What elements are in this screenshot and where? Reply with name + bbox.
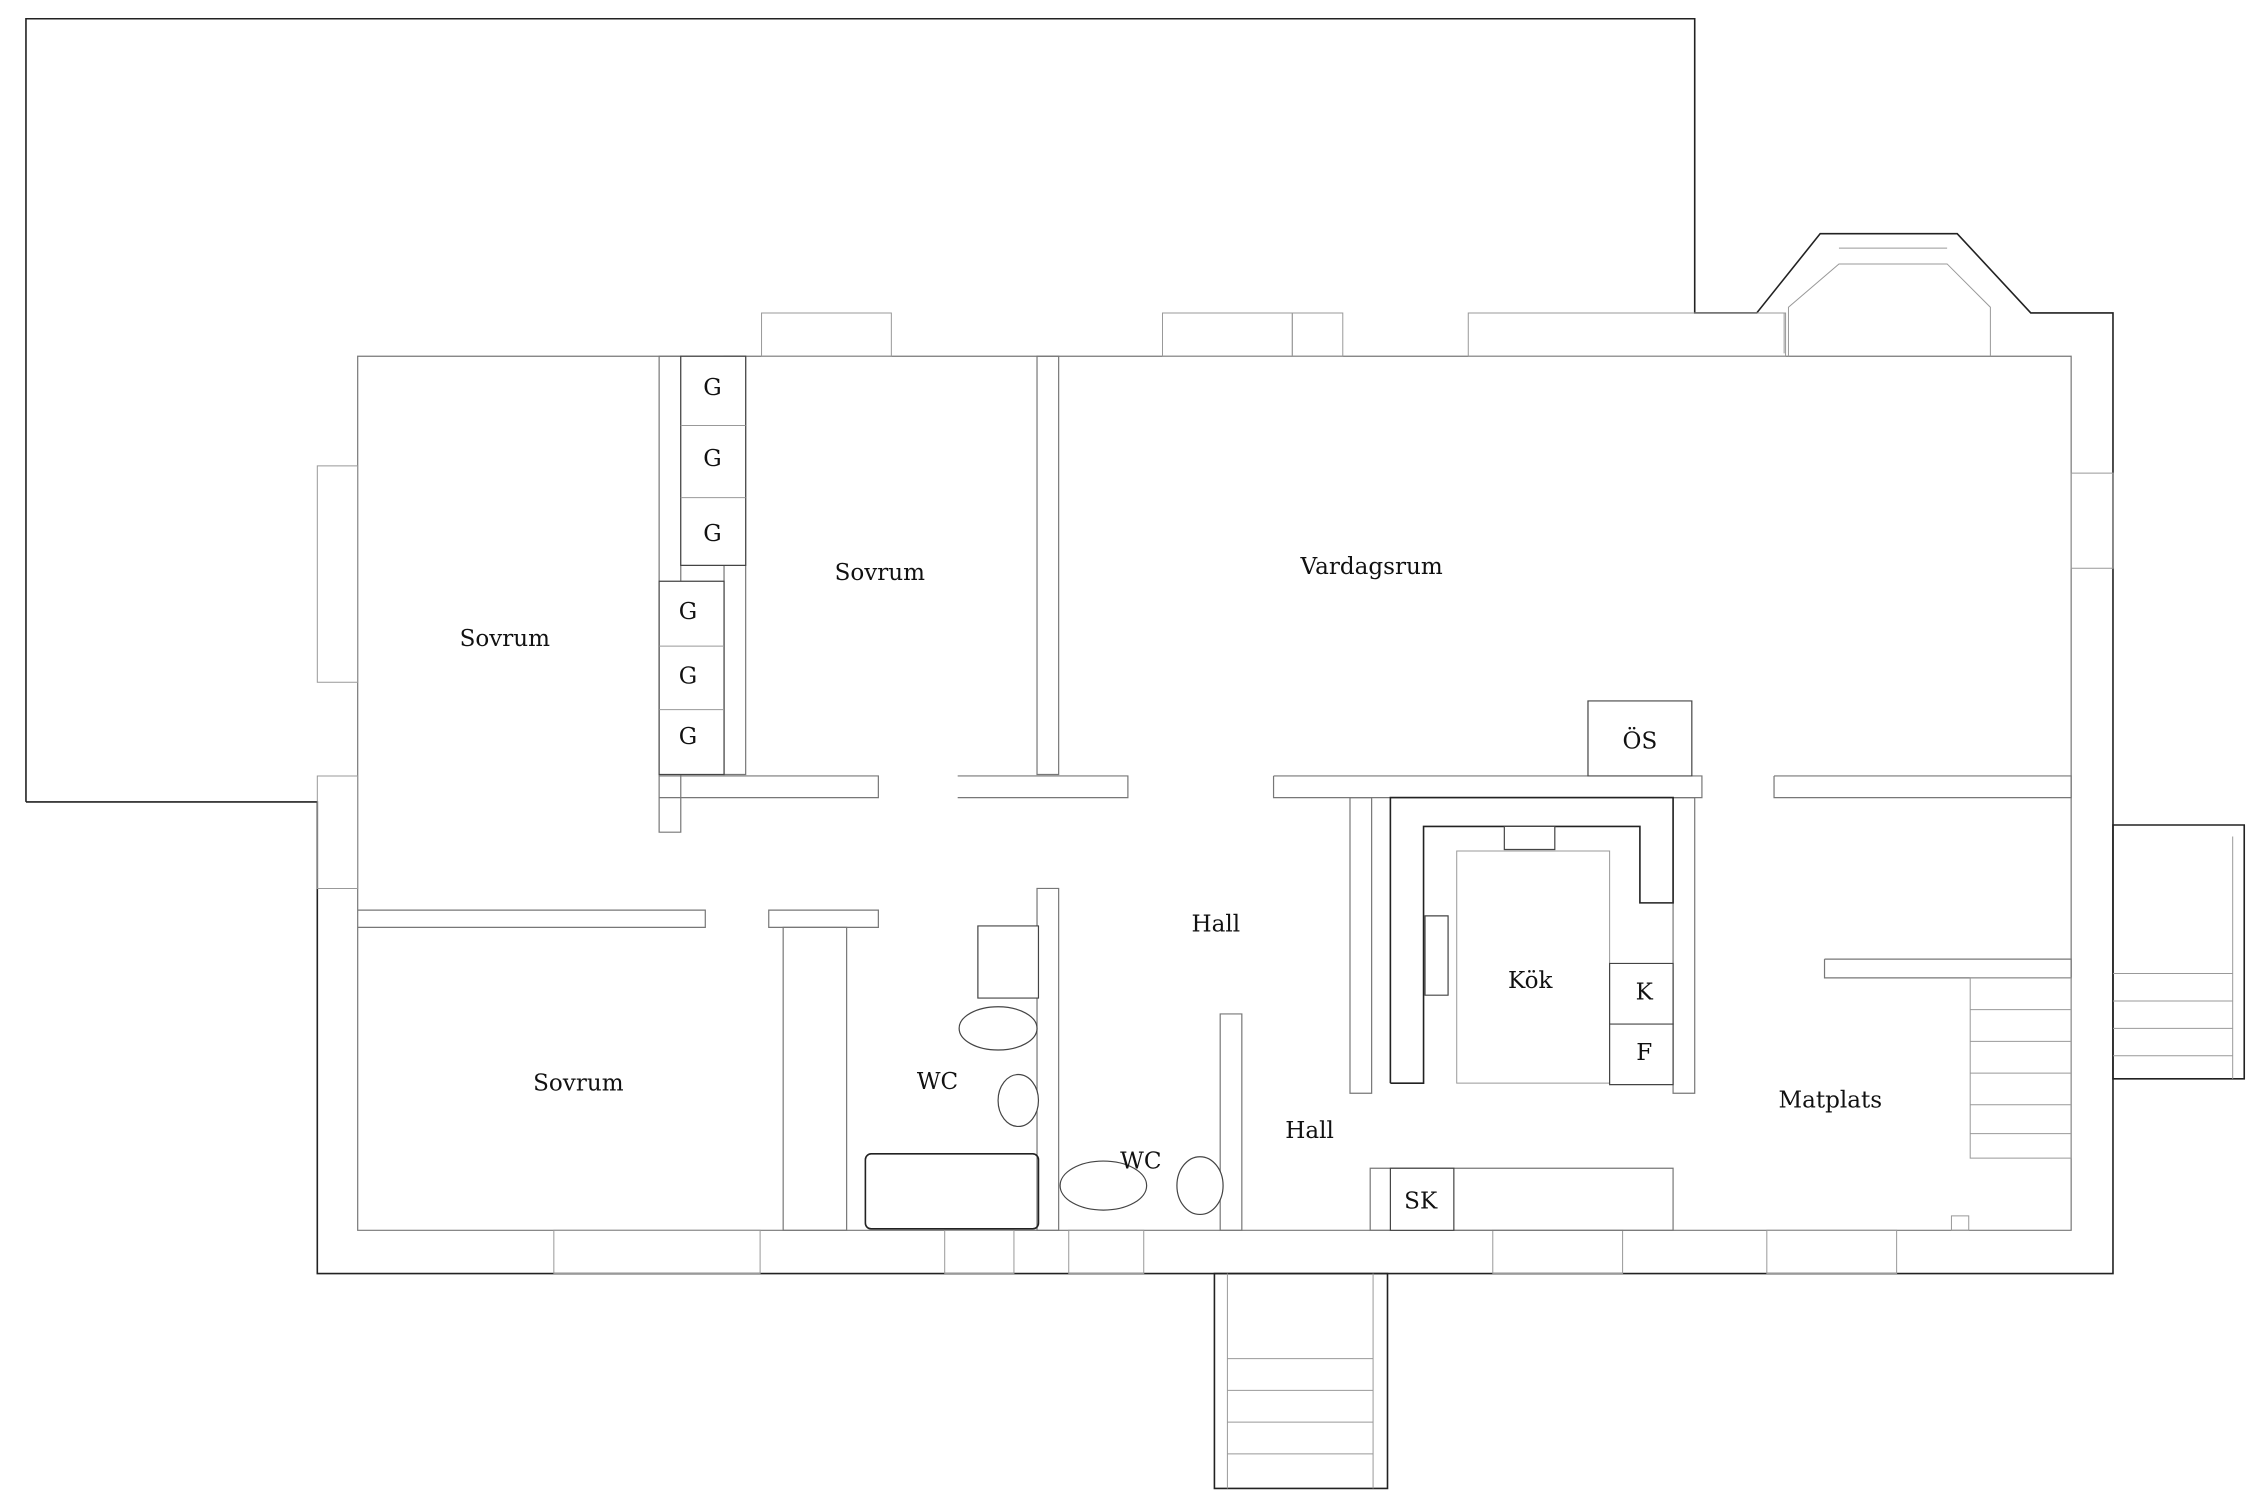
stairs-inner: [1970, 978, 2071, 1158]
cabinet-box: [1390, 1168, 1453, 1230]
stove-box: [1588, 701, 1692, 776]
room-label-sovrum-left: Sovrum: [460, 626, 551, 652]
small-box: [1951, 1216, 1968, 1230]
window-top-2: [1163, 313, 1293, 356]
wall-v-wc: [783, 927, 846, 1230]
toilet-left: [959, 1007, 1037, 1050]
fridge-label: K: [1636, 980, 1654, 1006]
window-bottom-1: [554, 1230, 760, 1273]
window-bottom-4: [1493, 1230, 1623, 1273]
cabinet-label: SK: [1404, 1189, 1438, 1215]
wardrobe-label-3: G: [703, 521, 721, 547]
kitchen-counter: [1390, 798, 1673, 1084]
wardrobe-label-5: G: [679, 664, 697, 690]
wall-h-stairs: [1825, 959, 2072, 978]
window-bottom-2: [945, 1230, 1014, 1273]
wall-v-hall: [1220, 1014, 1242, 1230]
room-label-vardagsrum: Vardagsrum: [1300, 554, 1443, 580]
wardrobe-label-2: G: [703, 446, 721, 472]
window-top-1: [762, 313, 892, 356]
room-label-wc-right: WC: [1120, 1148, 1161, 1174]
entrance-stairs-steps: [1227, 1274, 1373, 1489]
window-bottom-3: [1069, 1230, 1144, 1273]
window-left-2: [317, 776, 357, 889]
toilet-right: [1060, 1161, 1147, 1210]
sink-left: [998, 1075, 1038, 1127]
wardrobe-bottom: [659, 581, 724, 774]
freezer-label: F: [1636, 1040, 1652, 1066]
room-label-hall-lower: Hall: [1285, 1118, 1334, 1144]
entrance-stairs: [1214, 1274, 1387, 1489]
wall-h2: [958, 776, 1128, 798]
freezer-box: [1610, 1024, 1673, 1085]
room-label-sovrum-mid: Sovrum: [835, 560, 926, 586]
wardrobe-label-6: G: [679, 724, 697, 750]
room-label-hall-upper: Hall: [1192, 912, 1241, 938]
wall-h4: [1774, 776, 2071, 798]
wall-segment-right: [1468, 313, 1785, 356]
stairs-outer-right-steps: [2113, 837, 2233, 1079]
wardrobe-top: [681, 356, 746, 565]
fridge-box: [1610, 963, 1673, 1024]
counter-bottom: [1370, 1168, 1673, 1230]
wall-h1: [659, 776, 878, 798]
shower: [978, 926, 1039, 998]
wardrobe-label-4: G: [679, 599, 697, 625]
window-bottom-5: [1767, 1230, 1897, 1273]
wall-living-left: [1037, 356, 1059, 774]
room-label-kok: Kök: [1508, 968, 1553, 994]
site-outline: [26, 19, 2113, 1274]
stove-label: ÖS: [1623, 728, 1658, 755]
room-label-wc-left: WC: [917, 1069, 958, 1095]
stairs-outer-right: [2113, 825, 2244, 1079]
wall-v-kitchen2: [1673, 798, 1695, 1094]
wall-h6: [769, 910, 879, 927]
wall-segment: [1292, 313, 1342, 356]
wall-h3: [1274, 776, 1702, 798]
bathtub: [865, 1154, 1038, 1229]
stairs-inner-steps: [1970, 1010, 2071, 1134]
room-label-sovrum-bottom: Sovrum: [533, 1070, 624, 1096]
wall-v-wc2: [1037, 888, 1059, 1230]
range-hood: [1504, 826, 1554, 849]
kitchen-sink: [1425, 916, 1448, 995]
window-left-1: [317, 466, 357, 682]
wall-h5: [358, 910, 706, 927]
sink-right: [1177, 1157, 1223, 1215]
wardrobe-label-1: G: [703, 375, 721, 401]
window-right-1: [2071, 473, 2113, 568]
bay-inner: [1788, 264, 1990, 356]
wall-v-kitchen: [1350, 798, 1372, 1094]
room-label-matplats: Matplats: [1778, 1088, 1882, 1114]
